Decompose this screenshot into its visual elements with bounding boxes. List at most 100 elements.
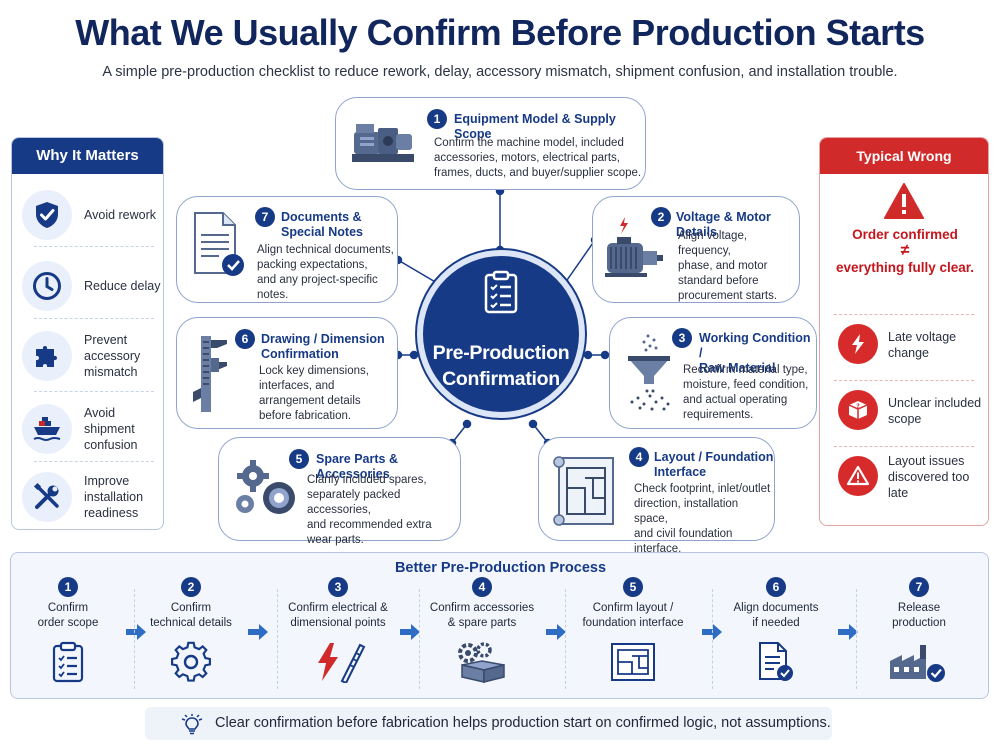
process-step-label: Confirm electrical &dimensional points: [279, 601, 397, 631]
step-card-1: 1 Equipment Model & Supply Scope Confirm…: [335, 97, 646, 190]
hub-label-line-1: Pre-Production: [432, 342, 570, 364]
warning-triangle-icon: [883, 182, 925, 225]
lightning-ruler-icon: [279, 641, 397, 683]
divider: [34, 391, 154, 392]
title-line: Documents &: [281, 210, 362, 224]
label-line: Confirm layout /: [592, 602, 674, 614]
desc-line: Reconfirm material type,: [683, 364, 808, 376]
why-item-label: Reduce delay: [84, 279, 161, 293]
desc-line: packing expectations,: [257, 259, 368, 271]
clipboard-checklist-icon: [483, 270, 519, 319]
step-description: Lock key dimensions, interfaces, and arr…: [259, 364, 369, 424]
desc-line: and civil foundation: [634, 528, 733, 540]
wrong-item-label: Late voltage change: [888, 330, 957, 360]
process-step-label: Confirm accessories& spare parts: [422, 601, 542, 631]
step-card-6: 6 Drawing / Dimension Confirmation Lock …: [176, 317, 398, 429]
pre-production-hub: Pre-Production Confirmation: [417, 250, 585, 418]
clipboard-icon: [13, 641, 123, 683]
title-line: Working Condition /: [699, 331, 811, 360]
step-number: 3: [672, 328, 692, 348]
step-number: 5: [289, 449, 309, 469]
divider: [419, 589, 420, 689]
hub-label: Pre-Production Confirmation: [423, 340, 579, 392]
caliper-icon: [187, 332, 235, 421]
title-line: Confirmation: [261, 347, 339, 361]
why-panel-header: Why It Matters: [12, 138, 163, 174]
lightbulb-icon: [179, 713, 205, 740]
desc-line: procurement starts.: [678, 290, 778, 302]
step-title: Layout / Foundation Interface: [654, 450, 773, 480]
process-step-number: 2: [181, 577, 201, 597]
process-step-number: 4: [472, 577, 492, 597]
process-title: Better Pre-Production Process: [394, 560, 607, 576]
process-step-2: 2 Confirm technical details: [136, 577, 246, 683]
why-item-label: Improve installation readiness: [84, 474, 144, 520]
clock-icon: [22, 261, 72, 311]
step-title: Drawing / Dimension Confirmation: [261, 332, 385, 362]
shield-check-icon: [22, 190, 72, 240]
step-description: Align technical documents, packing expec…: [257, 243, 394, 303]
step-card-7: 7 Documents & Special Notes Align techni…: [176, 196, 398, 303]
wrong-assumption-panel: Typical Wrong Assumption Order confirmed…: [819, 137, 989, 526]
desc-line: before fabrication.: [259, 410, 352, 422]
title-line: Interface: [654, 465, 707, 479]
puzzle-icon: [22, 331, 72, 381]
divider: [712, 589, 713, 689]
gear-icon: [136, 641, 246, 683]
step-number: 2: [651, 207, 671, 227]
divider: [34, 318, 154, 319]
desc-line: phase, and motor: [678, 260, 768, 272]
process-step-3: 3 Confirm electrical &dimensional points: [279, 577, 397, 683]
label-line: dimensional points: [290, 617, 386, 629]
desc-line: Check footprint, inlet/outlet: [634, 483, 771, 495]
label-line: technical details: [150, 617, 232, 629]
divider: [34, 461, 154, 462]
divider: [834, 314, 974, 315]
label-line: if needed: [752, 617, 800, 629]
desc-line: and actual operating: [683, 394, 788, 406]
why-item-installation: Improve installation readiness: [12, 464, 162, 529]
wrong-assumption-statement: Order confirmed ≠ everything fully clear…: [820, 226, 988, 276]
step-number: 1: [427, 109, 447, 129]
process-step-label: Confirm layout / foundation interface: [568, 601, 698, 631]
desc-line: arrangement details: [259, 395, 361, 407]
step-title: Voltage & Motor Details: [676, 210, 771, 239]
document-check-icon: [189, 209, 249, 286]
step-card-5: 5 Spare Parts & Accessories Clarify incl…: [218, 437, 461, 546]
divider: [34, 246, 154, 247]
divider: [565, 589, 566, 689]
desc-line: Lock key dimensions,: [259, 365, 369, 377]
label-line: Confirm: [170, 602, 212, 614]
cargo-ship-icon: [22, 404, 72, 454]
label-line: Release: [897, 602, 941, 614]
factory-check-icon: [863, 641, 975, 683]
title-line: Layout / Foundation: [654, 450, 774, 464]
desc-line: Align voltage, frequency,: [678, 230, 748, 257]
process-step-5: 5 Confirm layout / foundation interface: [568, 577, 698, 683]
step-description: Confirm the machine model, included acce…: [434, 136, 641, 181]
why-item-label: Avoid shipment confusion: [84, 406, 138, 452]
desc-line: separately packed accessories,: [307, 489, 401, 516]
desc-line: notes.: [257, 289, 289, 301]
arrow-right-icon: [247, 623, 269, 646]
process-step-number: 5: [623, 577, 643, 597]
label-line: foundation interface: [582, 617, 684, 629]
divider: [834, 446, 974, 447]
desc-line: interfaces, and: [259, 380, 335, 392]
process-step-number: 3: [328, 577, 348, 597]
arrow-right-icon: [545, 623, 567, 646]
assumption-line-1: Order confirmed: [852, 227, 958, 242]
title-line: Special Notes: [281, 225, 363, 239]
wrong-item-label: Layout issues discovered too late: [888, 454, 970, 500]
not-equal-symbol: ≠: [900, 242, 910, 259]
step-title: Spare Parts & Accessories: [316, 452, 398, 481]
desc-line: frames, ducts, and buyer/supplier scope.: [434, 167, 642, 179]
page-subtitle: A simple pre-production checklist to red…: [102, 64, 898, 80]
why-item-label: Prevent accessory mismatch: [84, 333, 141, 379]
step-title: Equipment Model & Supply Scope: [454, 112, 616, 141]
electric-motor-icon: [601, 211, 665, 288]
process-step-label: Confirm technical details: [136, 601, 246, 631]
svg-text:?: ?: [856, 403, 860, 410]
